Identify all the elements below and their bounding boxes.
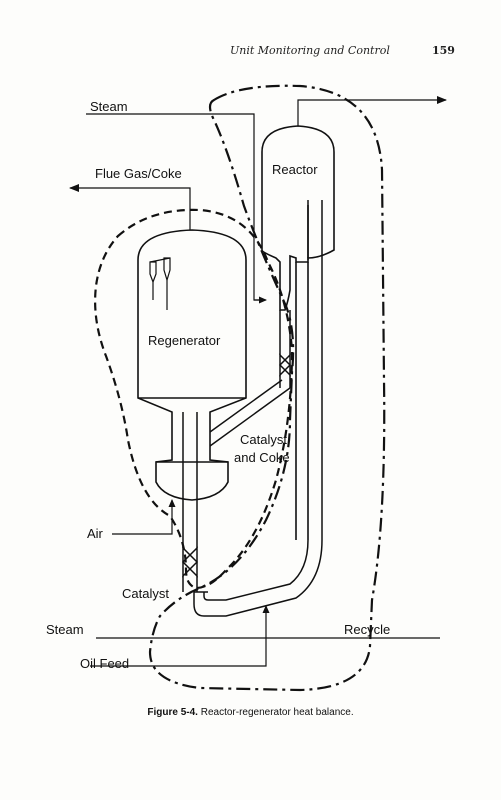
air-label: Air	[87, 526, 104, 541]
riser-pipe	[193, 200, 323, 617]
reactor-label: Reactor	[272, 162, 318, 177]
feed-lines	[90, 605, 440, 667]
steam-top-line	[86, 113, 267, 304]
catalyst-coke-label-2: and Coke	[234, 450, 290, 465]
regenerator-label: Regenerator	[148, 333, 221, 348]
steam-top-label: Steam	[90, 99, 128, 114]
catalyst-coke-leader	[222, 444, 233, 446]
recycle-label: Recycle	[344, 622, 390, 637]
regenerator-standpipe	[181, 412, 199, 592]
flue-gas-line	[69, 184, 191, 230]
heat-balance-envelope-outer	[148, 84, 386, 692]
page-number: 159	[432, 44, 455, 57]
catalyst-label: Catalyst	[122, 586, 169, 601]
catalyst-coke-label-1: Catalyst	[240, 432, 287, 447]
regenerator-vessel	[137, 229, 247, 501]
steam-bottom-label: Steam	[46, 622, 84, 637]
reactor-vessel	[261, 125, 335, 540]
figure-caption: Figure 5-4. Reactor-regenerator heat bal…	[0, 707, 501, 718]
running-title: Unit Monitoring and Control	[230, 44, 390, 57]
heat-balance-envelope-regenerator	[94, 208, 294, 590]
air-line	[112, 499, 176, 535]
figure-caption-text: Reactor-regenerator heat balance.	[200, 707, 354, 718]
figure-number: Figure 5-4.	[147, 707, 198, 718]
spent-catalyst-line	[209, 310, 292, 447]
reactor-overhead-line	[297, 96, 447, 126]
oil-feed-label: Oil Feed	[80, 656, 129, 671]
flue-gas-label: Flue Gas/Coke	[95, 166, 182, 181]
